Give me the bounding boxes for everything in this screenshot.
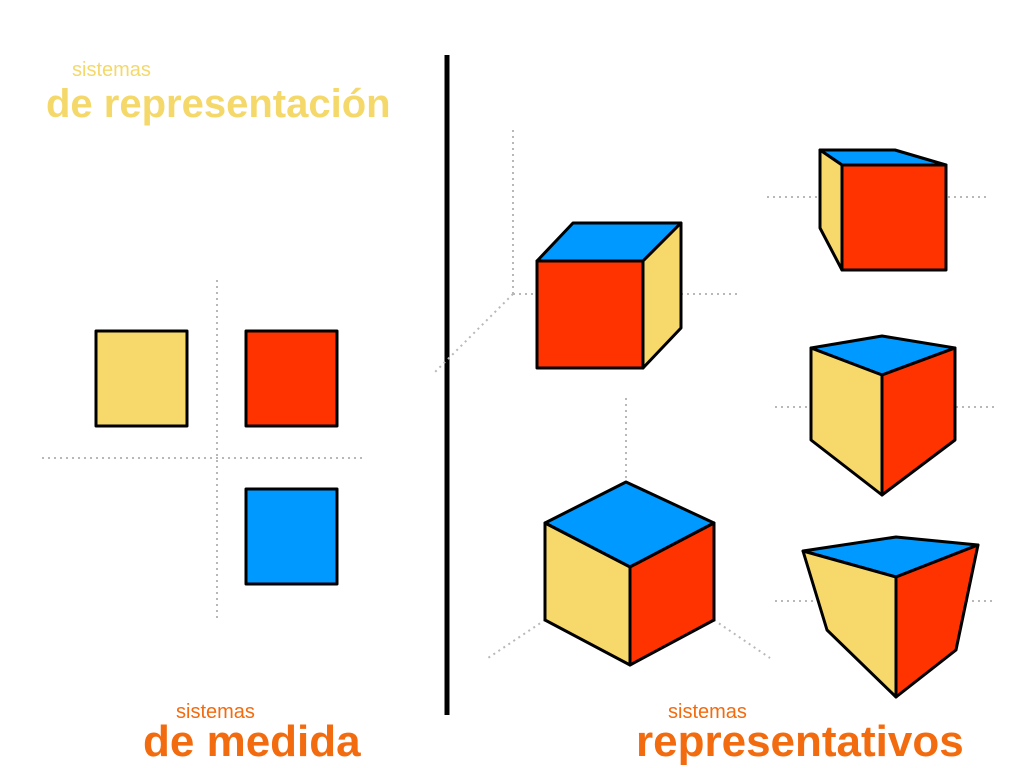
- view-yellow-square: [94, 329, 189, 428]
- page-title: de representación: [46, 82, 391, 126]
- cube-cavalier: [535, 221, 683, 370]
- cube-top-right: [818, 148, 948, 272]
- view-blue-square: [244, 487, 339, 586]
- representativos-small-text: sistemas: [668, 701, 747, 723]
- cube-middle-right: [809, 334, 957, 497]
- cube-isometric: [543, 480, 716, 667]
- medida-small-text: sistemas: [176, 701, 255, 723]
- cube-bottom-right: [801, 535, 980, 699]
- representativos-label: representativos: [636, 717, 964, 766]
- title-small-text: sistemas: [72, 59, 151, 81]
- cube4-guides: [487, 398, 771, 659]
- view-red-square: [244, 329, 339, 428]
- medida-label: de medida: [143, 717, 361, 766]
